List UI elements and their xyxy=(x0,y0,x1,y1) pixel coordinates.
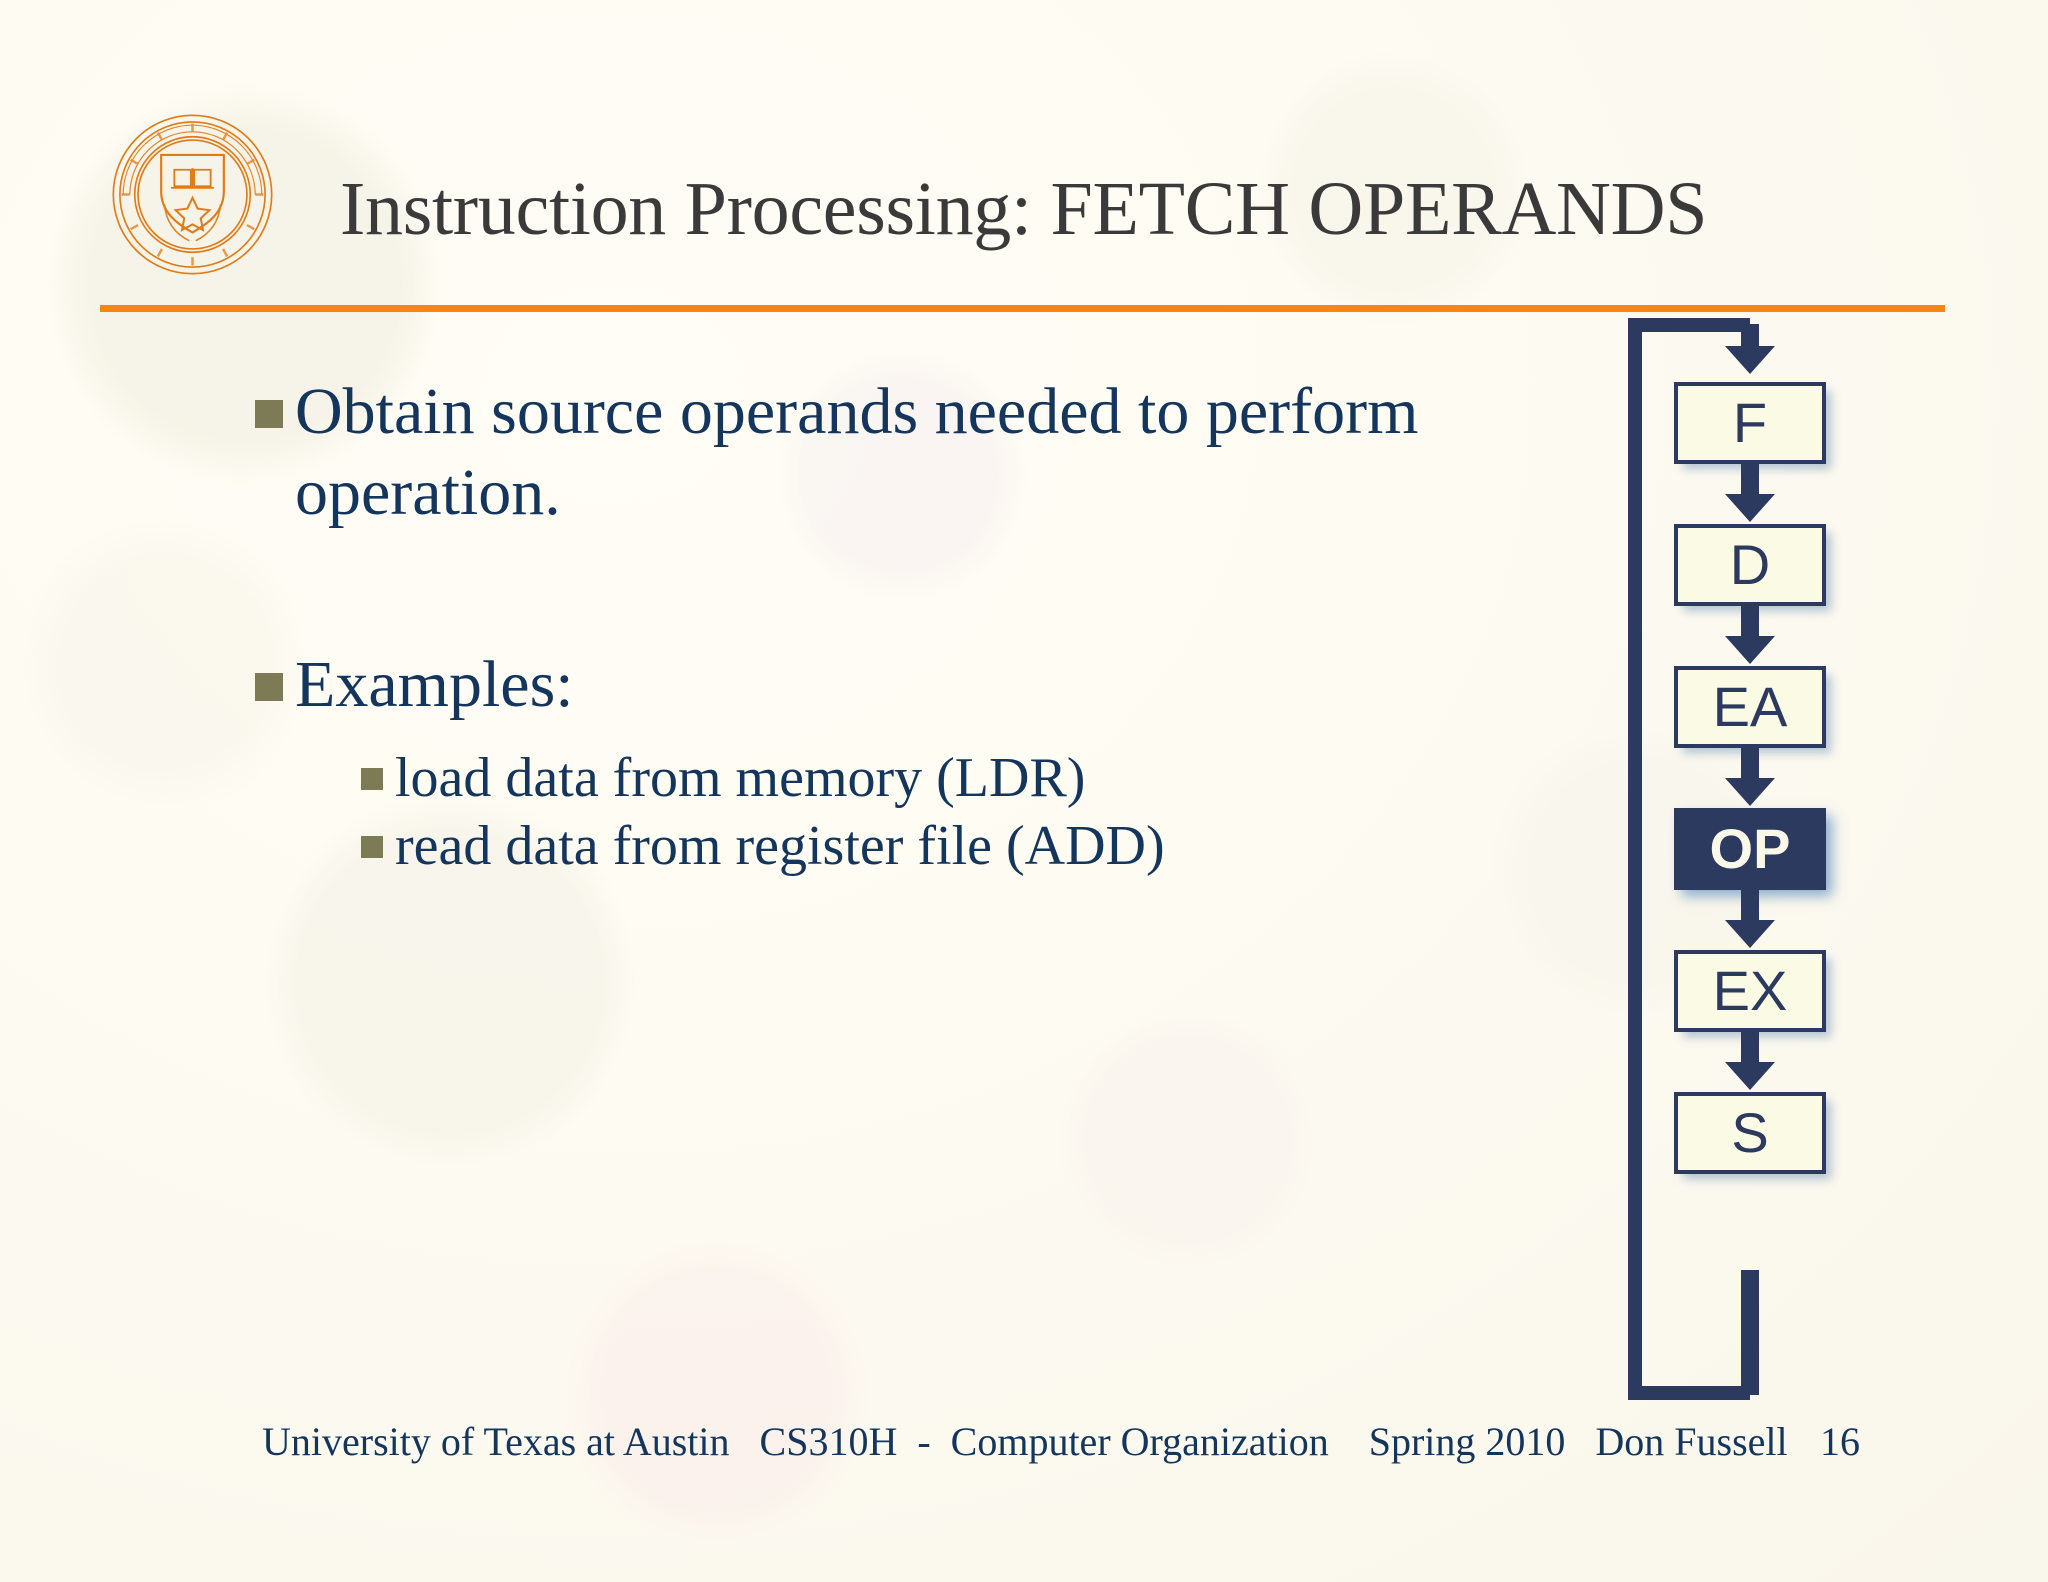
pipeline-stage-f: F xyxy=(1674,382,1826,464)
page-title: Instruction Processing: FETCH OPERANDS xyxy=(340,167,1708,251)
pipeline-stage-s: S xyxy=(1674,1092,1826,1174)
arrow-ex-to-s xyxy=(1725,1032,1775,1090)
arrow-d-to-ea xyxy=(1725,606,1775,664)
title-divider-rule xyxy=(100,305,1945,312)
pipeline-stage-label: EX xyxy=(1712,959,1788,1022)
slide-header: Instruction Processing: FETCH OPERANDS xyxy=(0,0,2048,312)
arrow-ea-to-op xyxy=(1725,748,1775,806)
sub-bullet-text: load data from memory (LDR) xyxy=(395,746,1086,809)
slide-body: Obtain source operands needed to perform… xyxy=(255,372,1595,880)
feedback-loop-left-segment xyxy=(1628,318,1642,1400)
footer-course-info: University of Texas at Austin CS310H - C… xyxy=(262,1419,1788,1464)
pipeline-stage-label: OP xyxy=(1709,817,1791,880)
pipeline-stage-label: EA xyxy=(1712,675,1788,738)
pipeline-stage-label: S xyxy=(1731,1101,1769,1164)
slide-page-number: 16 xyxy=(1820,1419,1860,1464)
pipeline-stage-ex: EX xyxy=(1674,950,1826,1032)
bullet-item: Obtain source operands needed to perform… xyxy=(255,372,1595,533)
bullet-text: Examples: xyxy=(295,648,574,722)
bullet-square-icon xyxy=(361,835,383,858)
spacer xyxy=(255,533,1595,645)
arrow-op-to-ex xyxy=(1725,890,1775,948)
pipeline-stage-label: F xyxy=(1732,391,1768,454)
arrow-into-fetch xyxy=(1725,324,1775,374)
feedback-loop-top-segment xyxy=(1628,318,1750,332)
arrow-f-to-d xyxy=(1725,464,1775,522)
sub-bullet-item: load data from memory (LDR) xyxy=(361,744,1595,812)
pipeline-stage-label: D xyxy=(1729,533,1771,596)
slide-footer: University of Texas at Austin CS310H - C… xyxy=(0,1418,2048,1478)
instruction-pipeline-diagram: F D EA OP EX S xyxy=(1620,318,1920,1408)
bullet-square-icon xyxy=(255,400,283,428)
pipeline-stage-d: D xyxy=(1674,524,1826,606)
feedback-loop-bottom-segment xyxy=(1628,1386,1750,1400)
feedback-loop-riser-segment xyxy=(1741,1270,1759,1395)
sub-bullet-item: read data from register file (ADD) xyxy=(361,812,1595,880)
bullet-square-icon xyxy=(255,673,283,702)
sub-bullet-text: read data from register file (ADD) xyxy=(395,814,1165,877)
university-seal-icon xyxy=(110,112,275,277)
pipeline-stage-op: OP xyxy=(1674,808,1826,890)
bullet-item: Examples: xyxy=(255,645,1595,726)
bullet-square-icon xyxy=(361,767,383,790)
pipeline-stage-ea: EA xyxy=(1674,666,1826,748)
spacer xyxy=(255,726,1595,744)
bullet-text: Obtain source operands needed to perform… xyxy=(295,375,1419,529)
